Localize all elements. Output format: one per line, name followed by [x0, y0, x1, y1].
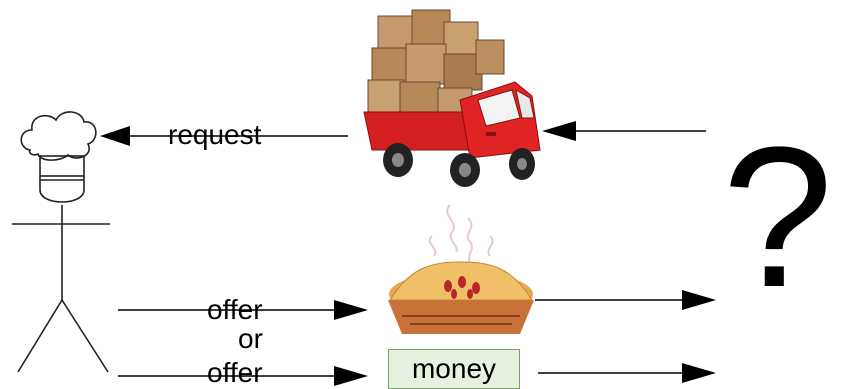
pie-to-unknown-arrowhead — [682, 290, 716, 310]
money-box: money — [388, 349, 520, 389]
unknown-party-question-mark: ? — [722, 106, 834, 329]
chef-stick-figure-icon — [12, 111, 110, 373]
offer-pie-arrowhead — [334, 300, 368, 320]
request-arrowhead — [100, 126, 130, 146]
supplier-to-truck-arrowhead — [542, 121, 576, 141]
money-to-unknown-arrowhead — [682, 363, 716, 383]
request-label: request — [168, 119, 262, 150]
or-label: or — [238, 323, 263, 354]
delivery-truck-icon — [363, 9, 541, 187]
pie-icon — [388, 204, 534, 334]
offer-money-arrowhead — [334, 366, 368, 386]
offer-money-label: offer — [207, 357, 263, 388]
offer-pie-label: offer — [207, 294, 263, 325]
